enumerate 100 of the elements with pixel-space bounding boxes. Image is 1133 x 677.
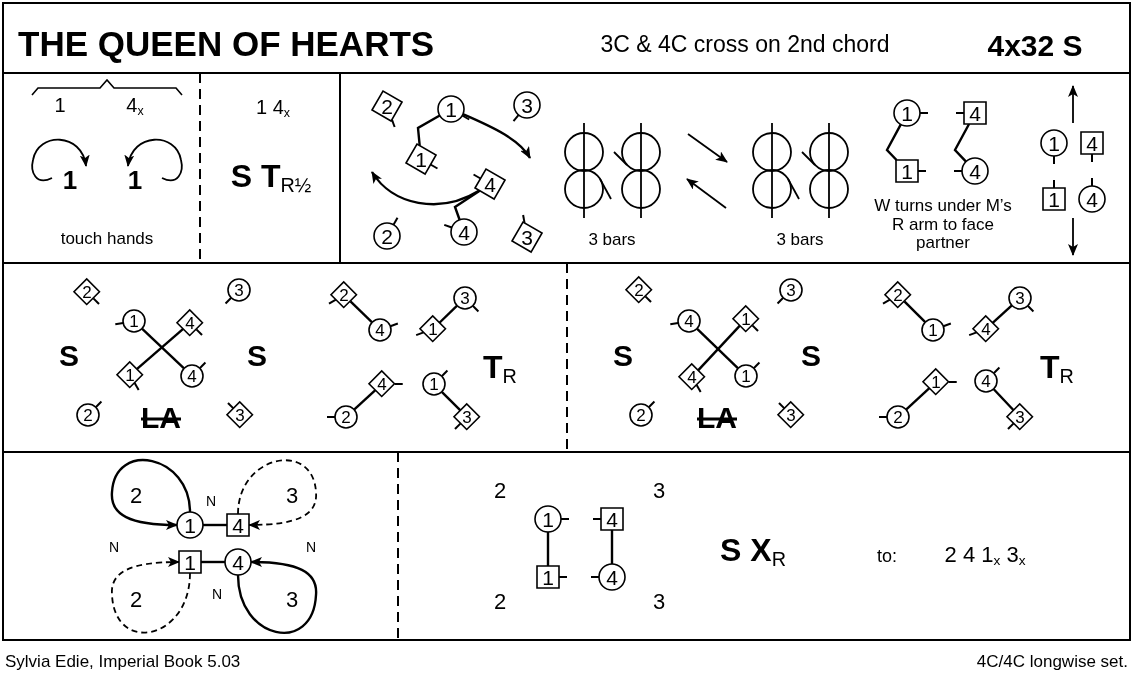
figure-code: LA <box>141 400 181 434</box>
dancer-circle <box>961 157 989 185</box>
track-arrow <box>237 459 317 530</box>
couple-number: 2 <box>493 589 507 615</box>
dancer-number: 4 <box>606 566 618 588</box>
dancer-square <box>178 550 202 574</box>
figure-code: S <box>247 338 267 372</box>
dancer-diamond <box>404 142 437 175</box>
dancer-number: 3 <box>1015 289 1025 307</box>
finishing-order: 2 4 1$_{x}$ 3$_{x}$ <box>944 542 1026 568</box>
dancer-circle <box>176 511 204 539</box>
bar-count: 3 bars <box>588 230 636 250</box>
nearer-hand-mark: N <box>108 540 120 556</box>
dancer-number: 1 <box>741 310 751 328</box>
hand-line <box>903 300 927 324</box>
hand-line <box>353 389 377 411</box>
dancer-circle <box>1040 129 1068 157</box>
hand-line <box>992 388 1015 412</box>
hand-line <box>905 387 931 411</box>
hand-line <box>610 530 614 564</box>
dancer-circle <box>886 405 910 429</box>
dancer-number: 4 <box>981 320 991 338</box>
dancer-number: 2 <box>381 225 393 247</box>
dancer-square <box>600 507 624 531</box>
dancer-diamond <box>116 361 144 389</box>
dancer-diamond <box>884 281 912 309</box>
nearer-hand-mark: N <box>305 540 317 556</box>
set-note: 4C/4C longwise set. <box>976 652 1128 672</box>
hand-line <box>885 123 902 161</box>
dancer-circle <box>122 309 146 333</box>
dancer-number: 4 <box>377 375 387 393</box>
dancer-number: 1 <box>1048 188 1060 210</box>
dancer-number: 4 <box>969 160 981 182</box>
dancer-number: 4 <box>1086 188 1098 210</box>
dancer-number: 1 <box>415 148 427 170</box>
dancer-square <box>226 513 250 537</box>
dancer-diamond <box>419 315 447 343</box>
dancer-number: 1 <box>928 321 938 339</box>
dancer-number: 2 <box>893 408 903 426</box>
note: touch hands <box>60 229 154 249</box>
couple-number: 1 <box>54 94 66 116</box>
couple-number: 1 <box>62 165 78 195</box>
dancer-circle <box>373 222 401 250</box>
couple-number: 2 <box>493 478 507 504</box>
dancer-number: 1 <box>445 98 457 120</box>
track-arrow <box>462 113 531 159</box>
dancer-square <box>963 101 987 125</box>
dancer-circle <box>437 95 465 123</box>
note: to: <box>877 547 897 567</box>
dancer-number: 1 <box>931 373 941 391</box>
dancer-number: 1 <box>542 566 554 588</box>
dancer-circle <box>534 505 562 533</box>
dancer-number: 4 <box>981 372 991 390</box>
dancer-circle <box>368 318 392 342</box>
dancer-number: 1 <box>542 508 554 530</box>
dancer-number: 2 <box>893 286 903 304</box>
couple-number: 2 <box>129 483 143 509</box>
dancer-number: 4 <box>458 221 470 243</box>
dancer-square <box>895 159 919 183</box>
couple-number: 1 <box>127 165 143 195</box>
figure-code: T$_{R}$ <box>1040 350 1074 386</box>
dancer-diamond <box>1006 403 1034 431</box>
source-note: Sylvia Edie, Imperial Book 5.03 <box>5 652 241 672</box>
figure-code: LA <box>697 400 737 434</box>
dancer-circle <box>677 309 701 333</box>
dancer-number: 3 <box>460 289 470 307</box>
dancer-number: 3 <box>521 226 533 248</box>
dancer-diamond <box>972 315 1000 343</box>
dancer-diamond <box>510 220 543 253</box>
dancer-number: 4 <box>684 312 694 330</box>
couple-number: 2 <box>129 587 143 613</box>
figure-code: S <box>801 338 821 372</box>
hand-line <box>991 304 1013 324</box>
hand-line <box>453 189 481 221</box>
dancer-number: 4 <box>375 321 385 339</box>
couple-number: 4$_{x}$ <box>126 94 144 116</box>
hand-line <box>546 532 550 566</box>
header-note: 3C & 4C cross on 2nd chord <box>600 32 890 58</box>
nearer-hand-mark: N <box>211 587 223 603</box>
dancer-number: 3 <box>786 281 796 299</box>
dancer-number: 2 <box>636 406 646 424</box>
hand-line <box>953 123 971 163</box>
dancer-circle <box>1008 286 1032 310</box>
dancer-number: 4 <box>969 102 981 124</box>
bar-count: 3 bars <box>776 230 824 250</box>
dancer-circle <box>598 563 626 591</box>
dancer-number: 4 <box>484 173 496 195</box>
dancer-circle <box>629 403 653 427</box>
dancer-diamond <box>226 401 254 429</box>
dancer-circle <box>974 369 998 393</box>
dancer-number: 1 <box>184 514 196 536</box>
figure-code: S X$_{R}$ <box>720 533 786 569</box>
dancer-number: 4 <box>687 368 697 386</box>
couple-number: 3 <box>285 587 299 613</box>
dancer-number: 4 <box>606 508 618 530</box>
dancer-circle <box>779 278 803 302</box>
dancer-circle <box>921 318 945 342</box>
couple-number: 3 <box>652 478 666 504</box>
track-arrow <box>111 557 191 634</box>
dancer-number: 1 <box>1048 132 1060 154</box>
